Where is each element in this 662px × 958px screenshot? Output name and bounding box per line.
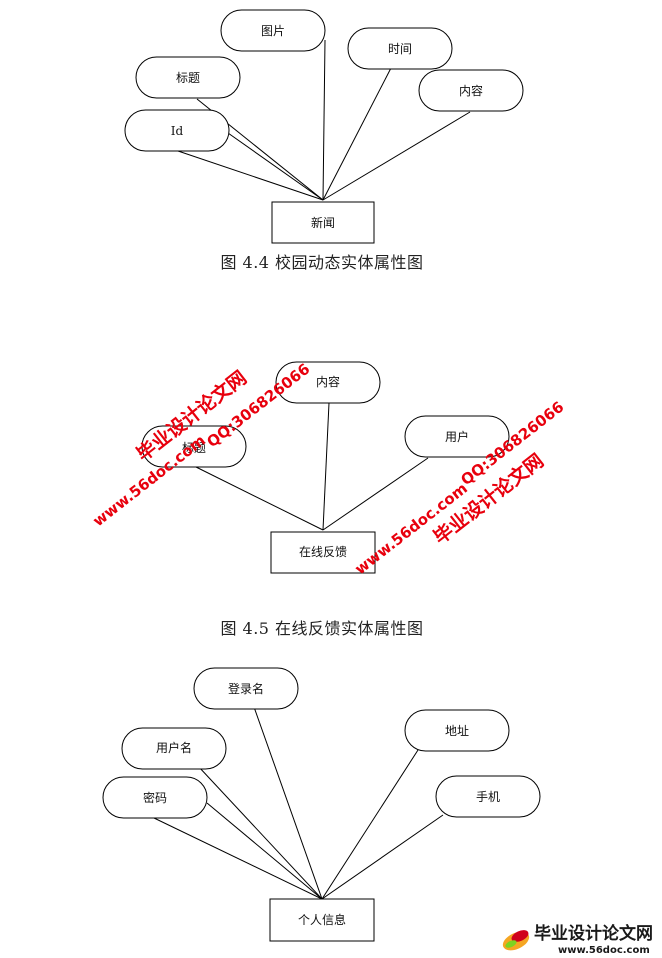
connector-line (322, 39, 326, 201)
connector-line (322, 111, 471, 201)
attribute-label: 内容 (459, 83, 483, 98)
figure-caption-4-4: 图 4.4 校园动态实体属性图 (220, 253, 423, 272)
connector-line (206, 802, 323, 900)
attribute-label: 标题 (176, 71, 200, 85)
feedback-entity-box: 在线反馈 (270, 531, 376, 574)
diagram-news (177, 39, 471, 201)
entity-label: 个人信息 (298, 912, 346, 927)
feedback-attr-title: 标题 (141, 425, 247, 468)
connector-line (253, 706, 323, 900)
connector-line (321, 749, 419, 900)
connector-line (321, 814, 444, 900)
logo-title: 毕业设计论文网 (534, 923, 653, 944)
logo-url: www.56doc.com (558, 945, 650, 956)
logo-swirl-icon (502, 930, 530, 951)
attribute-label: 密码 (143, 790, 167, 805)
person-attr-password: 密码 (102, 776, 208, 819)
news-attr-time: 时间 (347, 27, 453, 70)
watermark-left: 毕业设计论文网 QQ:306826066 www.56doc.com (89, 360, 313, 530)
person-attr-username: 用户名 (121, 727, 227, 770)
connector-line (322, 402, 330, 531)
news-attr-picture: 图片 (220, 9, 326, 52)
feedback-attr-user: 用户 (404, 415, 510, 458)
attribute-label: Id (171, 124, 184, 138)
connector-line (322, 457, 429, 531)
connector-line (197, 765, 323, 900)
connector-line (153, 817, 323, 900)
connector-line (322, 67, 392, 201)
attribute-label: 标题 (182, 441, 206, 455)
person-attr-address: 地址 (404, 709, 510, 752)
attribute-label: 地址 (445, 724, 469, 738)
attribute-label: 时间 (388, 42, 412, 56)
person-entity-box: 个人信息 (269, 898, 375, 942)
attribute-label: 内容 (316, 374, 340, 389)
site-logo: 毕业设计论文网 www.56doc.com (502, 923, 653, 956)
news-attr-content: 内容 (418, 69, 524, 112)
figure-caption-4-5: 图 4.5 在线反馈实体属性图 (220, 619, 423, 638)
attribute-label: 用户名 (156, 740, 192, 755)
news-entity-box: 新闻 (271, 201, 375, 244)
attribute-label: 登录名 (228, 681, 264, 696)
person-attr-phone: 手机 (435, 775, 541, 818)
news-attr-id: Id (124, 109, 230, 152)
connector-line (195, 466, 324, 531)
diagram-personal-info (153, 706, 444, 900)
attribute-label: 手机 (476, 790, 500, 804)
news-attr-title: 标题 (135, 56, 241, 99)
feedback-attr-content: 内容 (275, 361, 381, 404)
person-attr-login: 登录名 (193, 667, 299, 710)
connector-line (227, 132, 324, 201)
entity-label: 在线反馈 (299, 545, 347, 559)
diagram-feedback (195, 402, 429, 531)
entity-label: 新闻 (311, 215, 335, 230)
attribute-label: 图片 (261, 24, 285, 38)
connector-line (177, 150, 324, 201)
attribute-label: 用户 (445, 429, 469, 444)
